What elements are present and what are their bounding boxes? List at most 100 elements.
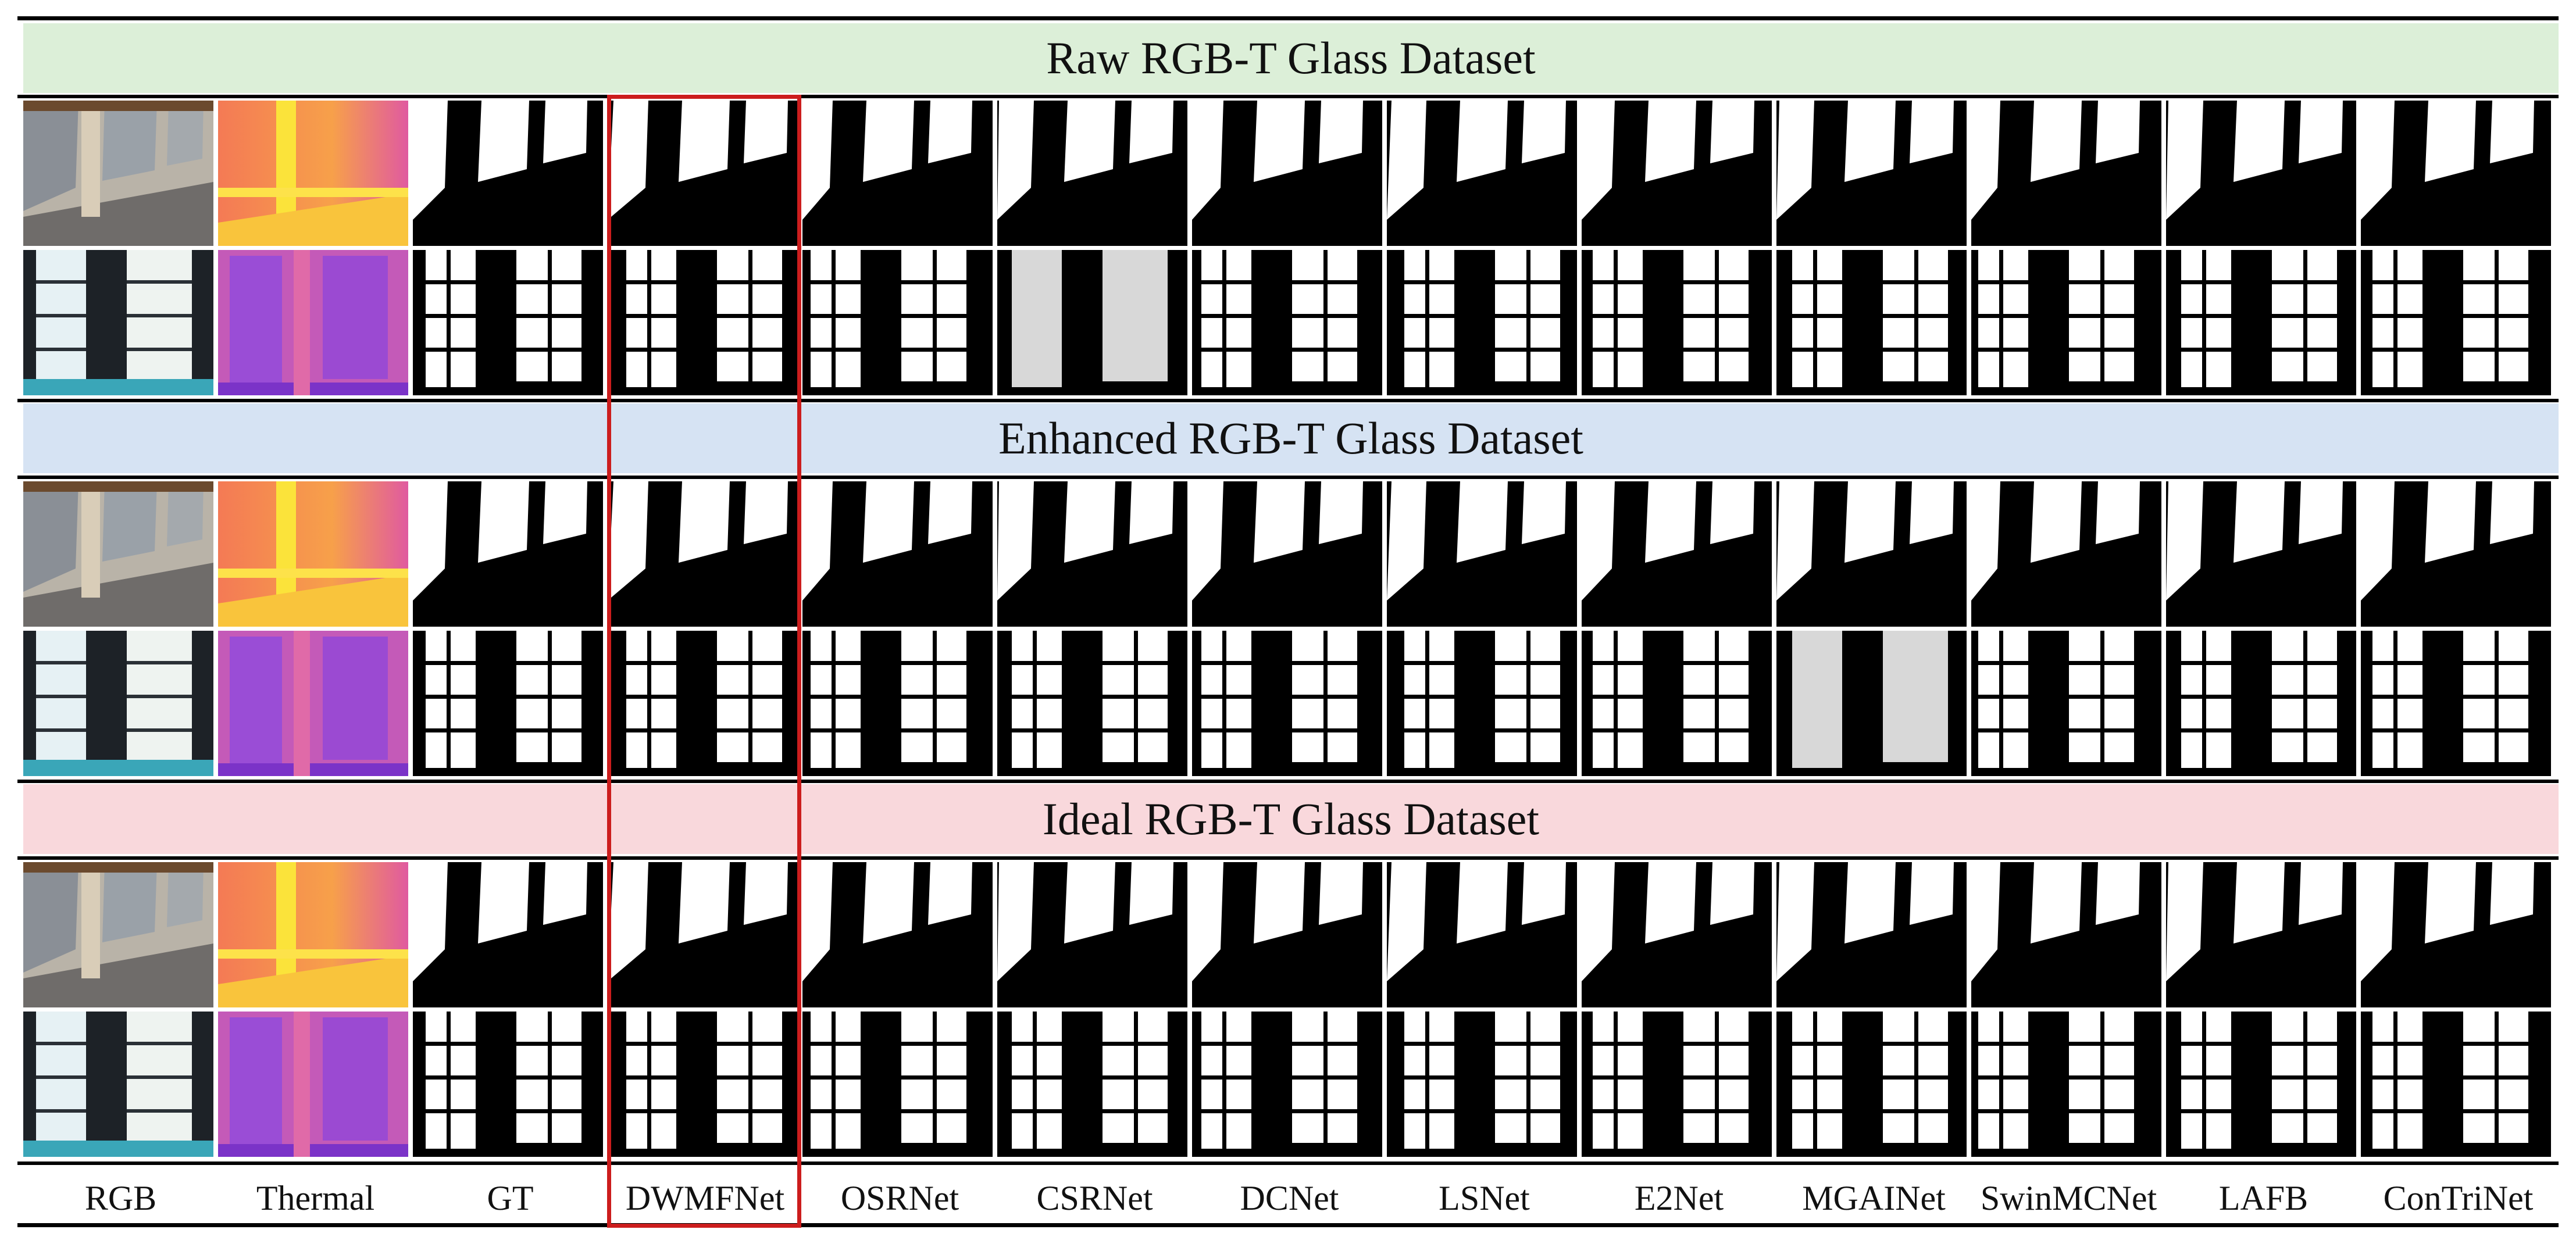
rule-ideal (17, 856, 2559, 860)
result-image (2166, 101, 2356, 246)
result-image (802, 631, 993, 776)
column-label-mgainet: MGAINet (1802, 1178, 1946, 1217)
result-image (2361, 101, 2551, 246)
result-image (413, 862, 603, 1007)
result-image (1192, 250, 1382, 395)
column-label-swinmcnet: SwinMCNet (1980, 1178, 2157, 1217)
result-image (413, 250, 603, 395)
result-image (23, 1012, 213, 1157)
result-image (997, 1012, 1187, 1157)
bottom-rule (17, 1223, 2559, 1227)
result-image (2166, 1012, 2356, 1157)
column-label-osrnet: OSRNet (840, 1178, 959, 1217)
result-image (2361, 1012, 2551, 1157)
column-label-thermal: Thermal (256, 1178, 375, 1217)
result-image (802, 862, 993, 1007)
column-label-e2net: E2Net (1634, 1178, 1724, 1217)
result-image (23, 481, 213, 627)
result-image (2166, 631, 2356, 776)
result-image (218, 862, 408, 1007)
result-image (218, 481, 408, 627)
result-image (413, 1012, 603, 1157)
result-image (2361, 862, 2551, 1007)
banner-enhanced: Enhanced RGB-T Glass Dataset (23, 403, 2559, 473)
result-image (2166, 862, 2356, 1007)
result-image (1582, 101, 1772, 246)
result-image (23, 631, 213, 776)
result-image (1971, 862, 2161, 1007)
result-image (1582, 1012, 1772, 1157)
result-image (2166, 481, 2356, 627)
result-image (1776, 250, 1967, 395)
column-label-gt: GT (487, 1178, 534, 1217)
column-label-lsnet: LSNet (1439, 1178, 1530, 1217)
result-image (1192, 862, 1382, 1007)
result-image (608, 250, 798, 395)
result-image (1776, 481, 1967, 627)
banner-raw: Raw RGB-T Glass Dataset (23, 23, 2559, 93)
image-row-5 (23, 862, 2559, 1007)
result-image (1971, 481, 2161, 627)
result-image (218, 631, 408, 776)
rule-enhanced (17, 476, 2559, 479)
result-image (1776, 101, 1967, 246)
result-image (1776, 631, 1967, 776)
column-label-rgb: RGB (84, 1178, 157, 1217)
column-label-csrnet: CSRNet (1036, 1178, 1153, 1217)
result-image (1387, 481, 1577, 627)
result-image (2361, 631, 2551, 776)
rule-ideal-top (17, 780, 2559, 783)
result-image (1971, 101, 2161, 246)
result-image (413, 631, 603, 776)
result-image (2166, 250, 2356, 395)
banner-ideal-title: Ideal RGB-T Glass Dataset (1042, 794, 1540, 844)
result-image (802, 481, 993, 627)
result-image (997, 862, 1187, 1007)
result-image (1192, 1012, 1382, 1157)
result-image (802, 1012, 993, 1157)
result-image (218, 101, 408, 246)
result-image (2361, 250, 2551, 395)
result-image (608, 481, 798, 627)
result-image (997, 481, 1187, 627)
result-image (802, 101, 993, 246)
result-image (1387, 250, 1577, 395)
result-image (413, 481, 603, 627)
result-image (1387, 101, 1577, 246)
column-label-lafb: LAFB (2218, 1178, 2309, 1217)
image-row-2 (23, 250, 2559, 395)
result-image (997, 631, 1187, 776)
result-image (1387, 862, 1577, 1007)
result-image (997, 101, 1187, 246)
result-image (1387, 631, 1577, 776)
result-image (1192, 101, 1382, 246)
result-image (1776, 1012, 1967, 1157)
image-row-6 (23, 1012, 2559, 1157)
result-image (1192, 631, 1382, 776)
result-image (608, 862, 798, 1007)
result-image (1387, 1012, 1577, 1157)
column-label-dwmfnet: DWMFNet (625, 1178, 785, 1217)
result-image (218, 250, 408, 395)
result-image (23, 101, 213, 246)
result-image (23, 250, 213, 395)
result-image (218, 1012, 408, 1157)
result-image (1971, 631, 2161, 776)
result-image (1776, 862, 1967, 1007)
result-image (413, 101, 603, 246)
result-image (1582, 862, 1772, 1007)
result-image (1582, 481, 1772, 627)
rule-raw (17, 95, 2559, 98)
image-row-1 (23, 101, 2559, 246)
rule-labels (17, 1161, 2559, 1165)
result-image (608, 101, 798, 246)
banner-enhanced-title: Enhanced RGB-T Glass Dataset (998, 413, 1583, 463)
column-label-contrinet: ConTriNet (2383, 1178, 2534, 1217)
result-image (608, 1012, 798, 1157)
result-image (608, 631, 798, 776)
result-image (23, 862, 213, 1007)
image-row-3 (23, 481, 2559, 627)
banner-raw-title: Raw RGB-T Glass Dataset (1046, 33, 1536, 83)
result-image (1971, 1012, 2161, 1157)
